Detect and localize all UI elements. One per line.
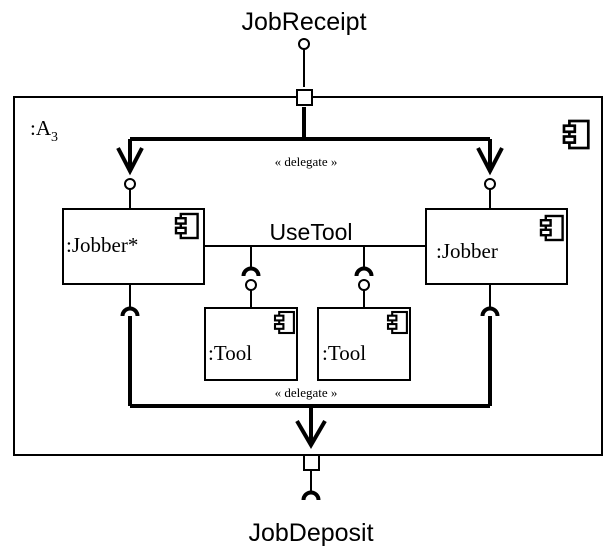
use-tool-label: UseTool	[269, 219, 352, 245]
jobber-right-provided-interface-icon	[484, 178, 496, 209]
container-name-subscript: 3	[51, 130, 58, 145]
jobber-right-required-interface-icon	[480, 284, 500, 317]
jobber-right-label: :Jobber	[436, 239, 498, 263]
jobber-right-part: :Jobber	[425, 208, 568, 285]
tool-right-assembly-connector-icon	[354, 246, 374, 308]
container-name: :A3	[30, 116, 58, 145]
jobber-left-label: :Jobber*	[66, 233, 138, 257]
tool-left-assembly-connector-icon	[241, 246, 261, 308]
delegate-top-label: « delegate »	[275, 154, 338, 169]
tool-right-label: :Tool	[322, 341, 366, 365]
jobber-left-required-interface-icon	[120, 284, 140, 317]
bottom-delegate-connectors	[128, 316, 492, 449]
jobber-left-part: :Jobber*	[62, 208, 205, 285]
delegate-bottom-label: « delegate »	[275, 385, 338, 400]
container-name-text: :A	[30, 116, 52, 140]
jobber-left-provided-interface-icon	[124, 178, 136, 209]
top-port	[296, 89, 313, 106]
tool-right-part: :Tool	[317, 307, 411, 381]
tool-left-label: :Tool	[208, 341, 252, 365]
top-delegate-connectors	[116, 107, 504, 176]
bottom-port	[303, 454, 320, 471]
tool-left-part: :Tool	[204, 307, 298, 381]
svg-text::A3: :A3	[30, 116, 58, 145]
job-receipt-label: JobReceipt	[241, 8, 366, 36]
job-deposit-label: JobDeposit	[248, 519, 373, 547]
job-deposit-required-interface-icon	[301, 470, 321, 501]
job-receipt-provided-interface-icon	[298, 38, 310, 87]
